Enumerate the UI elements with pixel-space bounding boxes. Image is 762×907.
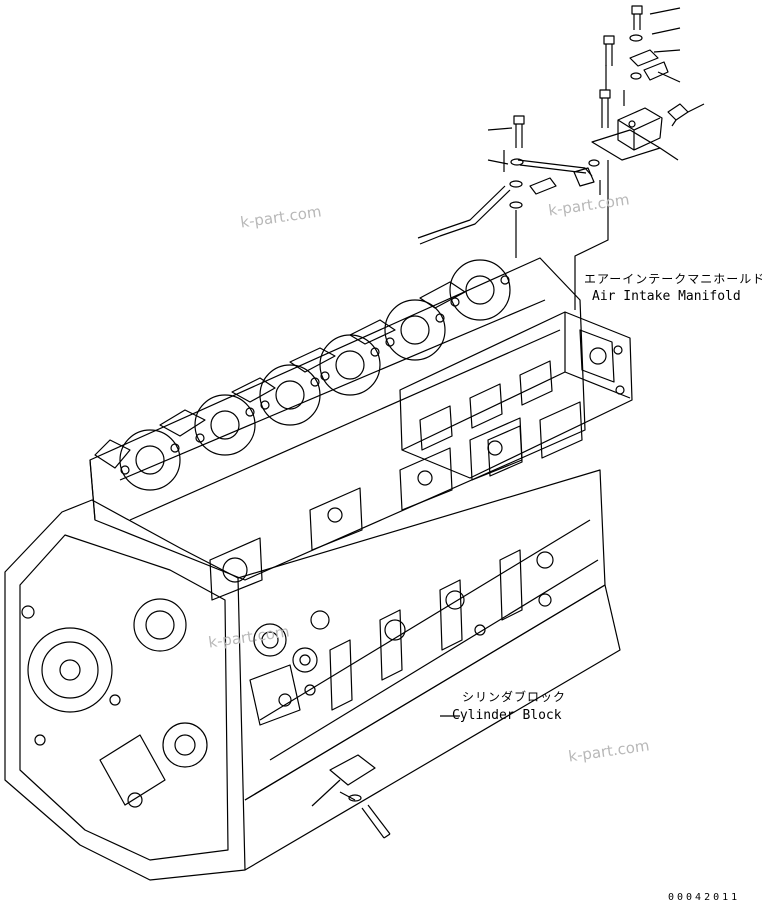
manifold-label-jp: エアーインテークマニホールド (584, 272, 762, 286)
exploded-parts (417, 5, 705, 310)
block-label-en: Cylinder Block (452, 708, 562, 723)
manifold-label-en: Air Intake Manifold (592, 289, 741, 304)
cylinder-block (4, 469, 621, 881)
block-label-jp: シリンダブロック (462, 690, 567, 704)
air-intake-manifold (399, 311, 633, 479)
cylinder-head (89, 257, 586, 601)
drawing-code: 00042011 (668, 892, 741, 903)
